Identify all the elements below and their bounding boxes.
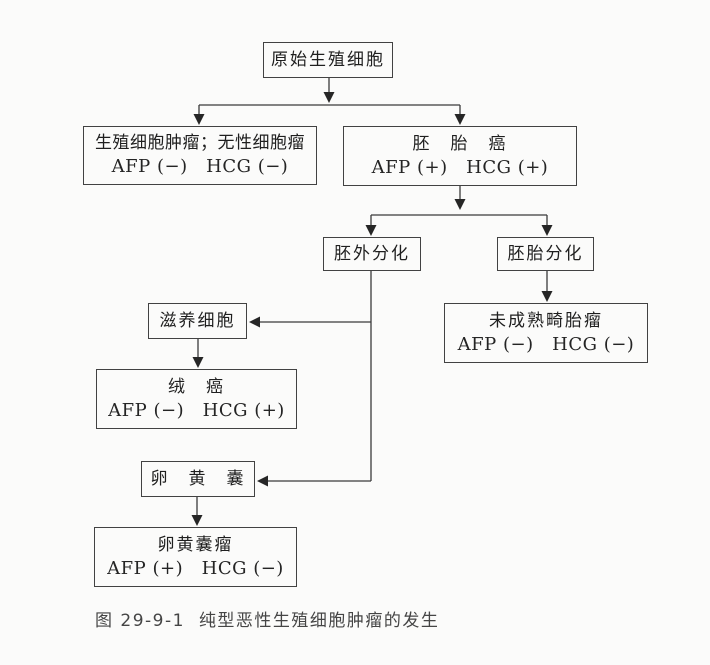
node-primordial-germ-cell: 原始生殖细胞 (263, 42, 393, 78)
node-markers: AFP (−) HCG (−) (457, 333, 635, 355)
node-yolk-sac-tumor: 卵黄囊瘤 AFP (+) HCG (−) (94, 527, 297, 587)
node-markers: AFP (+) HCG (−) (107, 557, 284, 579)
node-germ-cell-tumor-dysgerminoma: 生殖细胞肿瘤；无性细胞瘤 AFP (−) HCG (−) (83, 126, 317, 185)
node-embryonal-carcinoma: 胚 胎 癌 AFP (+) HCG (+) (343, 126, 577, 186)
node-immature-teratoma: 未成熟畸胎瘤 AFP (−) HCG (−) (444, 303, 648, 363)
node-extraembryonic-differentiation: 胚外分化 (323, 237, 421, 271)
node-title: 胚外分化 (334, 243, 410, 264)
node-choriocarcinoma: 绒 癌 AFP (−) HCG (+) (96, 369, 297, 429)
node-trophoblast: 滋养细胞 (148, 303, 247, 339)
figure-caption-label: 图 29-9-1 (95, 611, 185, 631)
node-markers: AFP (−) HCG (+) (108, 399, 285, 421)
node-title: 卵 黄 囊 (150, 468, 246, 489)
node-title: 胚胎分化 (507, 243, 584, 264)
node-yolk-sac: 卵 黄 囊 (141, 461, 255, 497)
node-title: 生殖细胞肿瘤；无性细胞瘤 (95, 133, 305, 154)
arrowhead-down-icon (541, 225, 553, 236)
figure-caption-title: 纯型恶性生殖细胞肿瘤的发生 (198, 611, 440, 631)
node-title: 卵黄囊瘤 (157, 534, 234, 555)
node-markers: AFP (−) HCG (−) (111, 156, 289, 178)
node-embryonic-differentiation: 胚胎分化 (497, 237, 594, 271)
arrowhead-down-icon (193, 114, 205, 125)
arrowhead-down-icon (323, 92, 335, 103)
node-markers: AFP (+) HCG (+) (371, 156, 549, 178)
arrowhead-down-icon (365, 225, 377, 236)
node-title: 胚 胎 癌 (412, 133, 508, 154)
node-title: 滋养细胞 (159, 310, 236, 331)
connector-primordial-split (198, 78, 461, 116)
arrowhead-down-icon (454, 199, 466, 210)
arrowhead-down-icon (192, 357, 204, 368)
arrowhead-down-icon (454, 114, 466, 125)
figure-caption: 图 29-9-1 纯型恶性生殖细胞肿瘤的发生 (95, 606, 439, 631)
node-title: 未成熟畸胎瘤 (489, 310, 603, 331)
arrowhead-left-icon (257, 475, 268, 487)
connector-embryonal-split (370, 186, 548, 227)
arrowhead-down-icon (191, 515, 203, 526)
node-title: 原始生殖细胞 (271, 49, 385, 70)
node-title: 绒 癌 (168, 376, 225, 397)
arrowhead-down-icon (541, 291, 553, 302)
arrowhead-left-icon (249, 316, 260, 328)
connector-extraembryonic-branches (258, 271, 372, 482)
